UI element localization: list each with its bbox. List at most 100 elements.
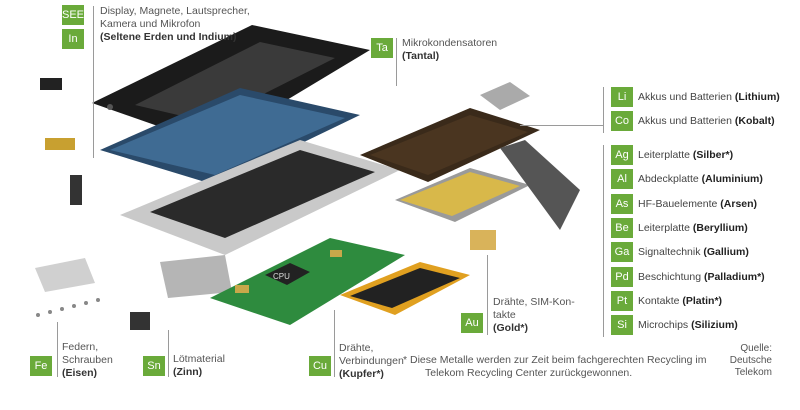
battery [360,108,540,182]
vibration-motor [70,175,82,205]
label-line: Schrauben [62,354,113,366]
cpu-label: CPU [273,272,290,281]
badge-co: Co [611,111,633,131]
speaker-module [340,262,470,315]
camera-module [40,78,62,90]
connector-line [168,330,169,377]
label-bold: (Lithium) [734,91,780,103]
label-line: Kamera und Mikrofon [100,18,201,30]
connector-line [603,87,604,133]
connector-line [57,322,58,377]
badge-pt: Pt [611,290,633,311]
label-text: Abdeckplatte [638,173,699,186]
label-line: Display, Magnete, Lautsprecher, [100,5,250,17]
mainboard: CPU [210,238,405,325]
small-board [45,138,75,150]
label-eisen: Federn, Schrauben (Eisen) [62,341,113,380]
label-bold: (Kobalt) [734,115,775,127]
label-bold: (Palladium*) [703,270,765,283]
label-text: HF-Bauelemente [638,197,718,210]
badge-al: Al [611,169,633,190]
badge-li: Li [611,87,633,107]
label-text: Leiterplatte [638,149,690,161]
label-bold: (Zinn) [173,366,203,378]
front-glass-panel [92,25,370,145]
label-text: Akkus und Batterien [638,91,732,103]
label-line: Mikrokondensatoren [402,37,498,49]
badge-gold: Au [461,313,483,333]
source-line: Quelle: [740,343,772,354]
label-line: Lötmaterial [173,353,225,365]
badge-see: SEE [62,5,84,25]
label-ag: Leiterplatte (Silber*) [638,145,733,165]
source: Quelle: Deutsche Telekom [700,343,772,379]
source-line: Telekom [734,367,772,378]
badge-zinn: Sn [143,356,165,376]
label-al: Abdeckplatte (Aluminium) [638,169,763,189]
label-as: HF-Bauelemente (Arsen) [638,194,757,214]
badge-as: As [611,193,633,214]
footnote-line: * Diese Metalle werden zur Zeit beim fac… [403,354,707,366]
contact-strip [395,168,530,222]
label-line: Verbindungen [339,355,404,367]
badge-kupfer: Cu [309,356,331,376]
solder-part [130,312,150,330]
source-line: Deutsche [729,355,772,366]
flex-cable [500,140,580,230]
label-text: Akkus und Batterien [638,115,732,127]
badge-si: Si [611,315,633,336]
label-bold: (Silber*) [692,149,734,161]
label-ga: Signaltechnik (Gallium) [638,242,749,262]
badge-ag: Ag [611,145,633,165]
sim-card [470,230,496,250]
sim-tray [35,258,95,292]
label-text: Signaltechnik [638,246,701,259]
badge-eisen: Fe [30,356,52,376]
label-bold: (Arsen) [720,197,758,210]
label-kupfer: Drähte, Verbindungen (Kupfer*) [339,342,404,381]
badge-ga: Ga [611,242,633,263]
label-text: Kontakte [638,294,680,307]
label-line: Drähte, [339,342,374,354]
badge-pd: Pd [611,266,633,287]
label-be: Leiterplatte (Beryllium) [638,218,748,238]
label-si: Microchips (Silizium) [638,315,738,335]
label-line: Drähte, SIM-Kon- [493,296,575,308]
label-bold: (Gold*) [493,322,528,334]
label-bold: (Aluminium) [701,173,763,186]
badge-tantal: Ta [371,38,393,58]
display-panel [100,88,360,185]
label-bold: (Tantal) [402,50,440,62]
connector-line [334,310,335,377]
connector-line [603,145,604,337]
small-shield-part [480,82,530,110]
label-tantal: Mikrokondensatoren (Tantal) [402,37,497,63]
connector-line [520,125,603,126]
label-seltene-erden: Display, Magnete, Lautsprecher, Kamera u… [100,5,250,44]
label-gold: Drähte, SIM-Kon- takte (Gold*) [493,296,575,335]
badge-indium: In [62,29,84,49]
footnote: * Diese Metalle werden zur Zeit beim fac… [403,354,706,380]
label-line: takte [493,309,516,321]
label-line: Federn, [62,341,99,353]
label-text: Beschichtung [638,270,702,283]
connector-line [487,255,488,335]
connector-line [93,6,94,158]
label-bold: (Gallium) [703,246,749,259]
metal-midframe [120,140,400,298]
label-bold: (Silizium) [691,319,738,332]
label-pd: Beschichtung (Palladium*) [638,267,765,287]
label-text: Leiterplatte [638,221,690,234]
footnote-line: Telekom Recycling Center zurückgewonnen. [425,367,633,379]
label-bold: (Kupfer*) [339,368,384,380]
label-li: Akkus und Batterien (Lithium) [638,87,780,107]
label-text: Microchips [638,319,689,332]
label-bold: (Seltene Erden und Indium) [100,31,237,43]
connector-line [396,38,397,86]
label-bold: (Beryllium) [692,221,748,234]
label-zinn: Lötmaterial (Zinn) [173,353,225,379]
label-co: Akkus und Batterien (Kobalt) [638,111,775,131]
label-pt: Kontakte (Platin*) [638,291,722,311]
badge-be: Be [611,217,633,238]
